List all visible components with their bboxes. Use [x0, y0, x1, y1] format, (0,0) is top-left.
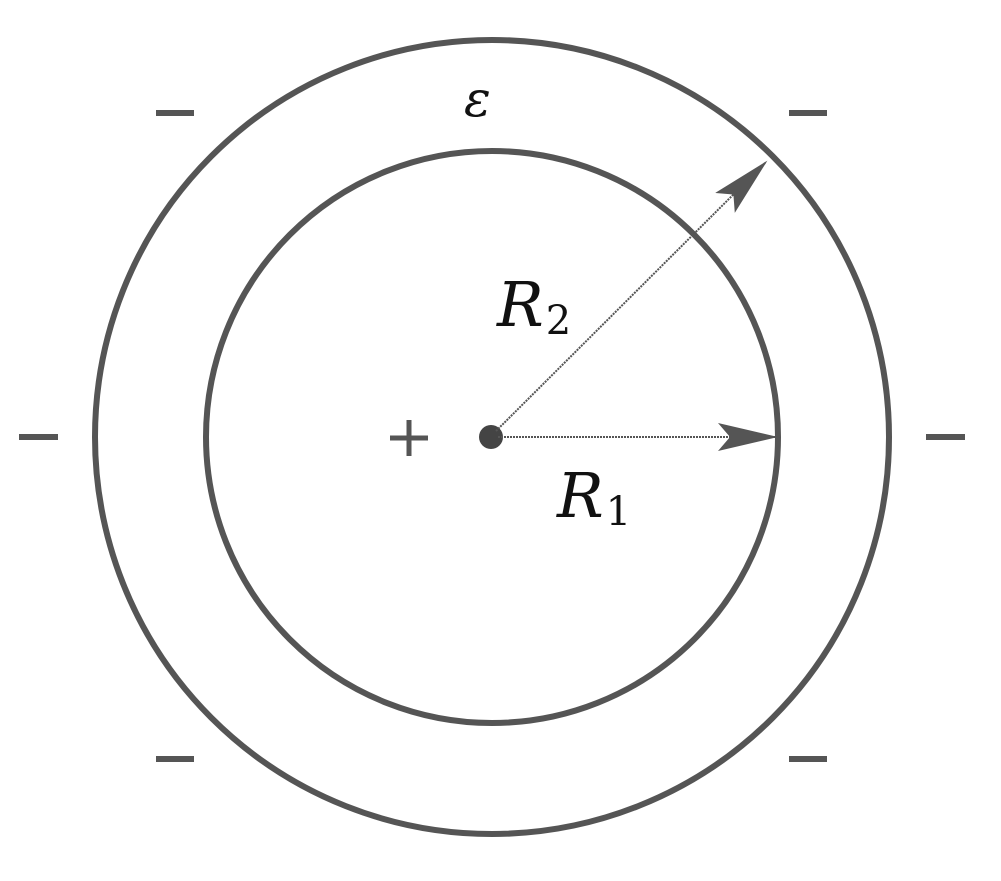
plus-sign: [390, 420, 428, 456]
outer-radius-label: R2: [496, 268, 571, 344]
inner-radius-label: R1: [556, 459, 631, 535]
outer-sphere-circle: [92, 37, 892, 837]
negative-charge-signs: [19, 110, 965, 762]
inner-sphere-circle: [203, 148, 781, 726]
permittivity-label: ε: [464, 70, 491, 128]
outer-radius-arrow: [495, 160, 768, 432]
